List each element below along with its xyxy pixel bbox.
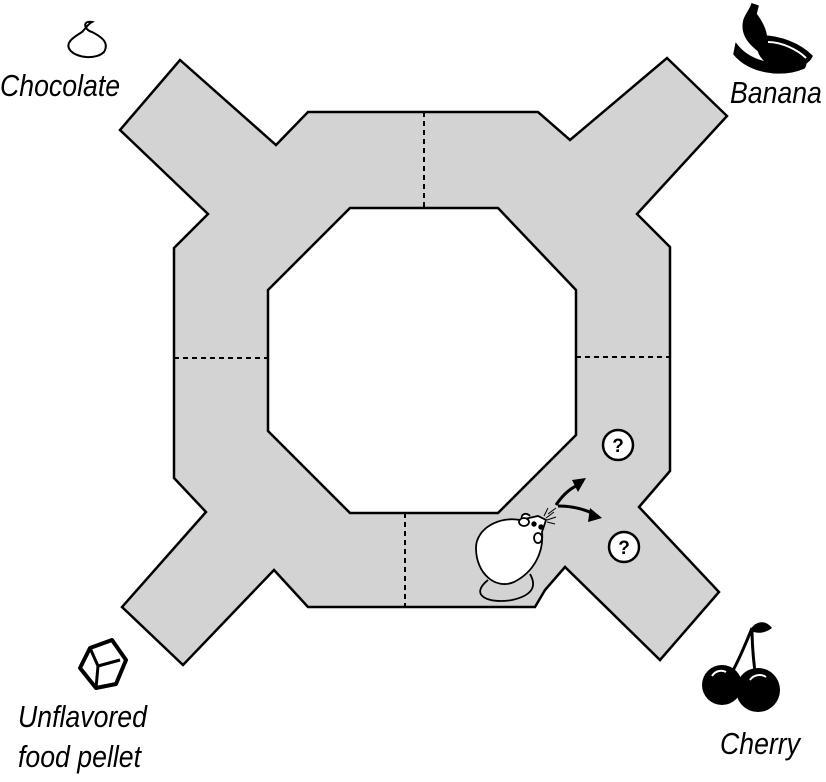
chocolate-chip-icon bbox=[67, 20, 107, 58]
food-pellet-icon bbox=[78, 638, 128, 690]
choice-marker-lower: ? bbox=[607, 530, 641, 564]
label-unflavored-food-pellet: Unflavored food pellet bbox=[18, 697, 147, 777]
label-banana: Banana bbox=[730, 75, 822, 110]
arrow-head-up bbox=[572, 478, 586, 492]
segment-dividers bbox=[174, 112, 670, 607]
maze-track bbox=[118, 56, 729, 667]
arrow-head-down bbox=[588, 508, 602, 522]
svg-text:?: ? bbox=[612, 436, 624, 457]
choice-marker-upper: ? bbox=[601, 428, 635, 462]
label-line-2: food pellet bbox=[18, 739, 142, 774]
rat-icon bbox=[475, 507, 557, 602]
cherry-icon bbox=[702, 622, 780, 712]
banana-icon bbox=[733, 3, 813, 74]
svg-text:?: ? bbox=[618, 538, 630, 559]
label-line-1: Unflavored bbox=[18, 699, 147, 734]
label-chocolate: Chocolate bbox=[0, 68, 121, 103]
label-cherry: Cherry bbox=[720, 726, 800, 761]
